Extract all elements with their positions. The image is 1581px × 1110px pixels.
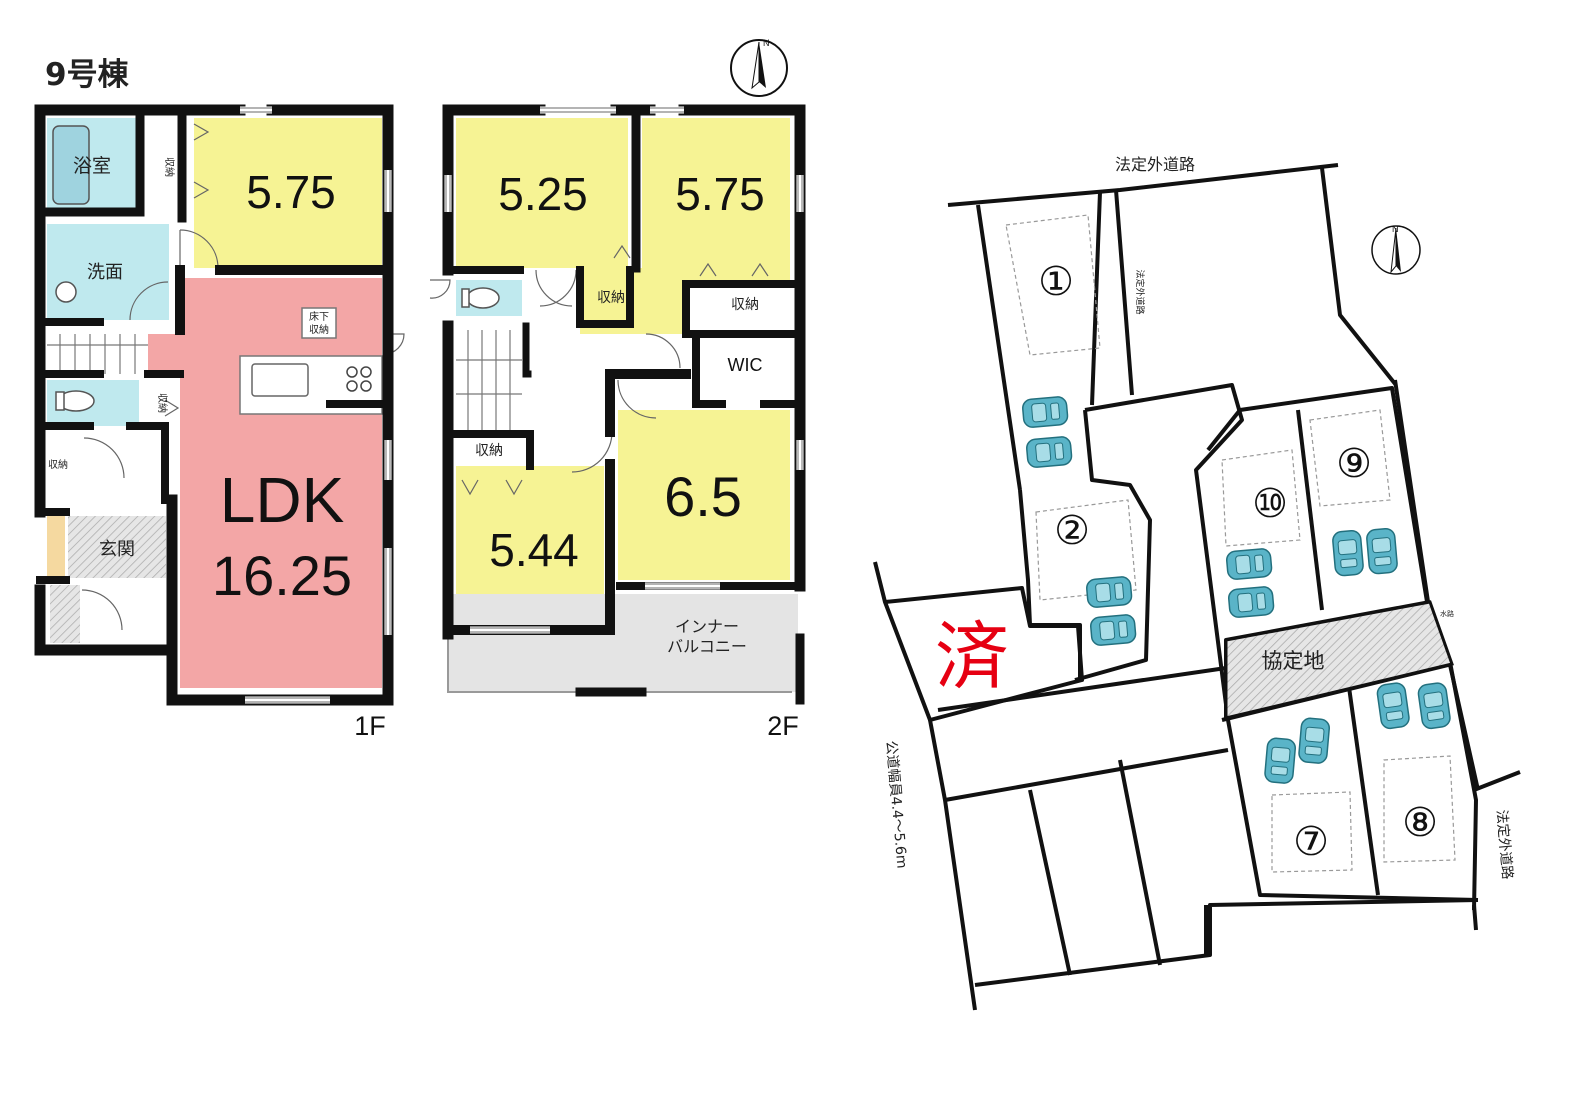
entrance-label: 玄関 (99, 539, 135, 560)
compass-site-n-label: N (1392, 224, 1399, 234)
underfloor-storage-label-1: 床下 (309, 310, 329, 323)
road-top-label: 法定外道路 (1115, 155, 1195, 174)
floor-1-label: 1F (354, 711, 386, 741)
storage-label-stair: 収納 (156, 393, 169, 413)
building-title: 9号棟 (45, 57, 130, 93)
bedroom-2f-c (618, 410, 790, 580)
sold-mark: 済 (935, 614, 1009, 700)
room-2f-size-a: 5.25 (498, 168, 588, 220)
wic-label: WIC (728, 355, 763, 375)
floor-2-plan: 5.25 5.75 6.5 5.44 収納 収納 収納 WIC インナー バルコ… (429, 104, 806, 741)
waterway-label: 水路 (1440, 609, 1454, 618)
road-right-label: 法定外道路 (1493, 809, 1515, 880)
storage-label-2f-a: 収納 (597, 290, 625, 306)
room-2f-size-d: 5.44 (489, 524, 579, 576)
balcony-label-2: バルコニー (667, 637, 747, 656)
floor-2-label: 2F (767, 711, 799, 741)
site-plan (873, 163, 1521, 1011)
lot-9-label: ⑨ (1336, 442, 1372, 486)
washroom-label: 洗面 (87, 262, 123, 283)
ldk-label: LDK (220, 464, 345, 536)
lot-7-label: ⑦ (1293, 820, 1329, 864)
floor-1-plan: 5.75 浴室 洗面 収納 収納 収納 床下 収納 LDK 16.25 玄関 1… (34, 104, 405, 741)
room-2f-size-c: 6.5 (664, 465, 742, 528)
lot-8-label: ⑧ (1402, 801, 1438, 845)
bedroom-1f-size: 5.75 (246, 166, 336, 218)
room-2f-size-b: 5.75 (675, 168, 765, 220)
site-labels: 法定外道路 法定外道路 公道幅員4.4～5.6m 法定外道路 協定地 水路 済 … (882, 155, 1515, 880)
parking-cars (1021, 395, 1452, 785)
bedroom-1f (194, 118, 382, 268)
ldk-size: 16.25 (212, 544, 352, 607)
compass-icon-site: N (1371, 224, 1421, 275)
storage-label-bath: 収納 (163, 157, 176, 177)
bath-label: 浴室 (73, 155, 111, 177)
storage-label-2f-b: 収納 (731, 297, 759, 313)
lot-10-label: ⑩ (1252, 482, 1288, 526)
agreement-land (1224, 600, 1454, 720)
compass-icon-floorplan: N (730, 38, 788, 97)
bedroom-2f-a (456, 118, 628, 268)
road-lane-label: 法定外道路 (1134, 269, 1146, 314)
underfloor-storage-label-2: 収納 (309, 323, 329, 336)
storage-label-entrance: 収納 (48, 458, 68, 471)
house-footprints (1005, 214, 1456, 873)
washroom (47, 224, 169, 320)
agreement-land-label: 協定地 (1262, 649, 1325, 673)
public-road-label: 公道幅員4.4～5.6m (882, 740, 909, 869)
compass-n-label: N (763, 38, 770, 48)
balcony-label-1: インナー (675, 617, 739, 636)
lot-2-label: ② (1054, 509, 1090, 553)
inner-balcony (448, 594, 798, 692)
bedroom-2f-b (642, 118, 790, 268)
lot-1-label: ① (1038, 260, 1074, 304)
entrance-floor (68, 516, 166, 578)
ldk-room (180, 278, 382, 688)
storage-label-2f-c: 収納 (475, 443, 503, 459)
